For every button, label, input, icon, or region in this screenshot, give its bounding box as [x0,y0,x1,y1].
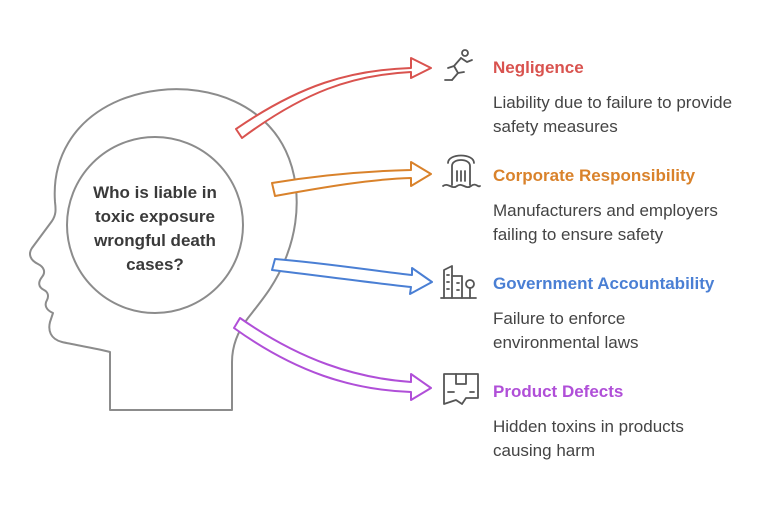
negligence-description: Liability due to failure to provide safe… [493,91,763,139]
government-accountability-description: Failure to enforce environmental laws [493,307,693,355]
city-tree-icon [441,266,476,298]
negligence-title: Negligence [493,58,584,78]
corporate-responsibility-title: Corporate Responsibility [493,166,695,186]
arrow-product [234,318,431,400]
damaged-box-icon [444,374,478,404]
product-defects-title: Product Defects [493,382,623,402]
arrow-corporate [272,162,431,196]
center-question: Who is liable in toxic exposure wrongful… [80,181,230,277]
arrow-government [272,259,432,294]
product-defects-description: Hidden toxins in products causing harm [493,415,733,463]
corporate-responsibility-description: Manufacturers and employers failing to e… [493,199,755,247]
falling-person-icon [445,50,472,80]
building-waves-icon [443,156,480,188]
government-accountability-title: Government Accountability [493,274,714,294]
